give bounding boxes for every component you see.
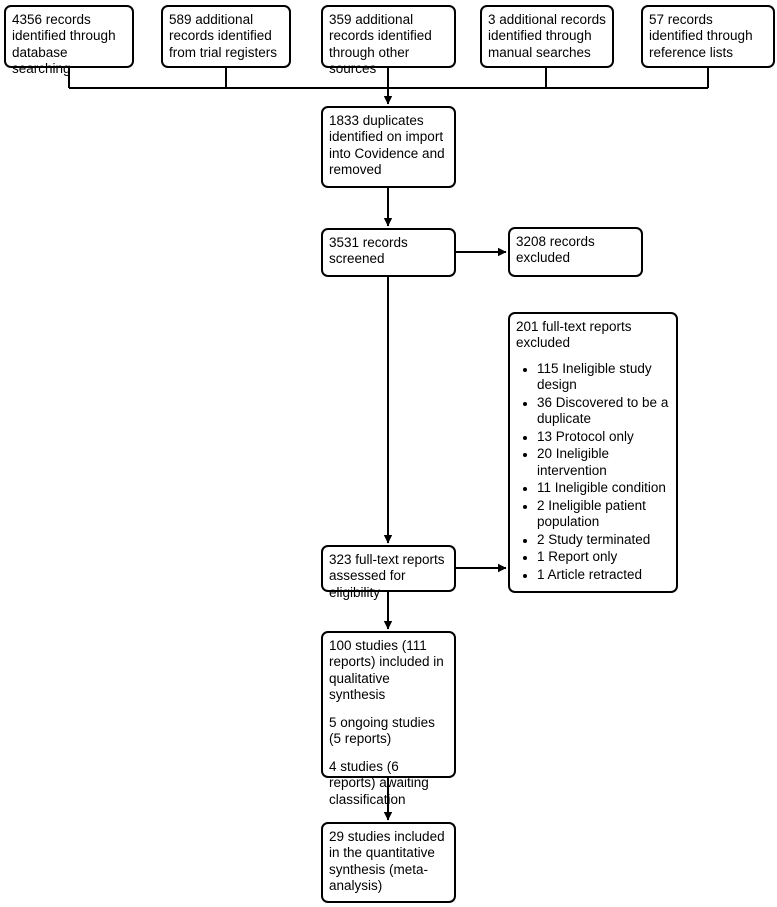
exclusion-reason: 2 Ineligible patient population — [537, 498, 670, 531]
exclusion-reasons-list: 115 Ineligible study design 36 Discovere… — [516, 361, 670, 583]
exclusion-reason: 36 Discovered to be a duplicate — [537, 395, 670, 428]
exclusion-reason: 13 Protocol only — [537, 429, 670, 445]
exclusion-reason: 2 Study terminated — [537, 532, 670, 548]
synthesis-line: 100 studies (111 reports) included in qu… — [329, 638, 444, 703]
exclusion-reason: 1 Report only — [537, 549, 670, 565]
synthesis-line: 4 studies (6 reports) awaiting classific… — [329, 758, 429, 807]
exclusion-reason: 20 Ineligible intervention — [537, 446, 670, 479]
box-records-database-searching: 4356 records identified through database… — [4, 5, 134, 76]
box-quantitative-synthesis: 29 studies included in the quantitative … — [321, 822, 456, 903]
box-records-manual-searches: 3 additional records identified through … — [480, 5, 614, 68]
box-records-other-sources: 359 additional records identified throug… — [321, 5, 456, 76]
box-duplicates-removed: 1833 duplicates identified on import int… — [321, 106, 456, 188]
box-fulltext-excluded: 201 full-text reports excluded 115 Ineli… — [508, 312, 678, 593]
exclusion-reason: 1 Article retracted — [537, 567, 670, 583]
box-qualitative-synthesis: 100 studies (111 reports) included in qu… — [321, 631, 456, 807]
box-records-screened: 3531 records screened — [321, 228, 456, 277]
exclusion-reason: 115 Ineligible study design — [537, 361, 670, 394]
fulltext-excluded-title: 201 full-text reports excluded — [516, 319, 632, 351]
exclusion-reason: 11 Ineligible condition — [537, 480, 670, 496]
box-records-trial-registers: 589 additional records identified from t… — [161, 5, 291, 68]
synthesis-line: 5 ongoing studies (5 reports) — [329, 714, 435, 747]
box-fulltext-assessed: 323 full-text reports assessed for eligi… — [321, 545, 456, 600]
box-records-excluded: 3208 records excluded — [508, 227, 643, 277]
box-records-reference-lists: 57 records identified through reference … — [641, 5, 775, 68]
